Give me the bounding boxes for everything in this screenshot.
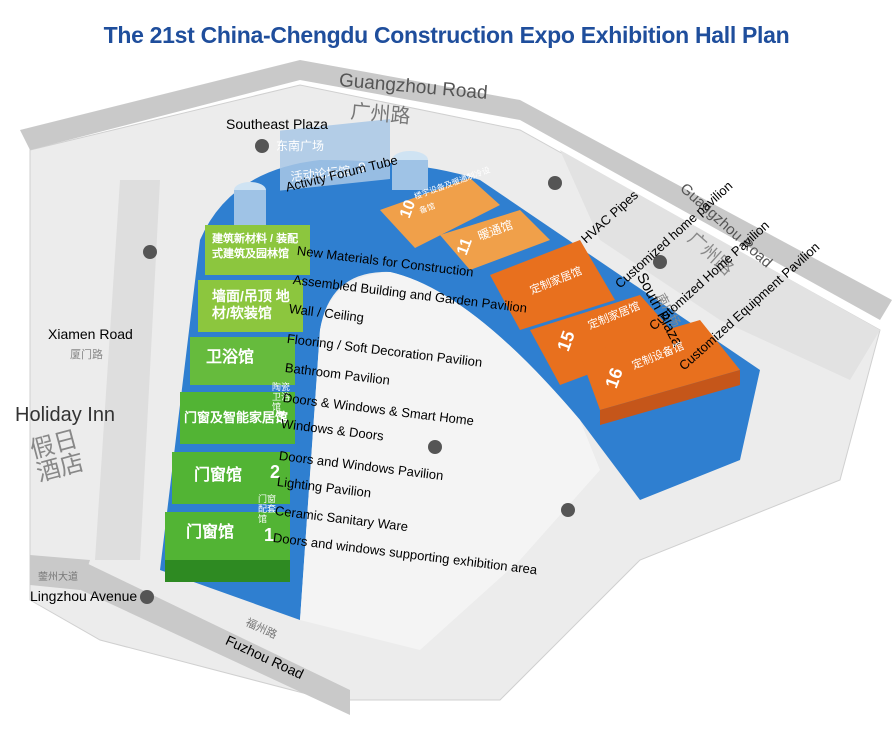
xiamen-road-cn-label: 厦门路 (70, 349, 103, 361)
holiday-inn-label: Holiday Inn (15, 404, 116, 426)
hall-lighting-cn: 陶瓷卫浴馆 (272, 382, 291, 412)
lingzhou-avenue-label: Lingzhou Avenue (30, 588, 138, 604)
lingzhou-avenue-cn-label: 蓥州大道 (38, 572, 78, 583)
southeast-plaza-label: Southeast Plaza (226, 116, 328, 132)
parking-marker (561, 503, 575, 517)
parking-marker (255, 139, 269, 153)
fuzhou-road-shape (70, 560, 350, 715)
activity-forum-hall (280, 119, 390, 191)
hall-10-shape (380, 178, 500, 248)
south-plaza-shape (560, 150, 880, 380)
map-title: The 21st China-Chengdu Construction Expo… (103, 22, 790, 48)
hall-smart-home-shape (180, 392, 295, 444)
xiamen-road-shape (95, 180, 160, 560)
guangzhou-road-cn-label: 广州路 (349, 100, 412, 129)
parking-marker (143, 245, 157, 259)
parking-marker (548, 176, 562, 190)
hall-doors-windows-2-shape (172, 452, 290, 504)
hall-bathroom-shape (190, 337, 295, 385)
hall-doors-windows-1-cn: 门窗馆 (186, 524, 235, 541)
hall-15-shape (530, 295, 680, 385)
hall-new-materials-cn: 建筑新材料 / 装配式建筑及园林馆 (212, 233, 299, 260)
southeast-plaza-cn-label: 东南广场 (276, 139, 325, 153)
parking-marker (653, 255, 667, 269)
hall-14-shape (490, 240, 615, 330)
hall-3-number: 3 (276, 409, 285, 426)
hall-wall-ceiling-shape (198, 280, 303, 332)
hall-11-shape (440, 210, 550, 270)
parking-marker (140, 590, 154, 604)
parking-marker (428, 440, 442, 454)
hall-supporting-cn: 门窗配套馆 (258, 494, 277, 524)
hall-1-number: 1 (264, 525, 275, 545)
hall-doors-windows-2-cn: 门窗馆 (194, 467, 243, 484)
hall-smart-home-cn: 门窗及智能家居馆 (184, 410, 289, 425)
xiamen-road-label: Xiamen Road (48, 326, 133, 342)
hall-wall-ceiling-cn: 墙面/吊顶 地材/软装馆 (212, 288, 290, 321)
hall-2-number: 2 (270, 462, 281, 482)
hall-forum-number: 9 (358, 159, 366, 175)
hall-16-shape (580, 320, 740, 410)
hall-bathroom-cn: 卫浴馆 (206, 349, 255, 366)
hall-doors-windows-1-shape (165, 512, 290, 567)
inner-courtyard (300, 272, 600, 650)
hall-new-materials-shape (205, 225, 310, 275)
lingzhou-avenue-shape (30, 555, 90, 590)
